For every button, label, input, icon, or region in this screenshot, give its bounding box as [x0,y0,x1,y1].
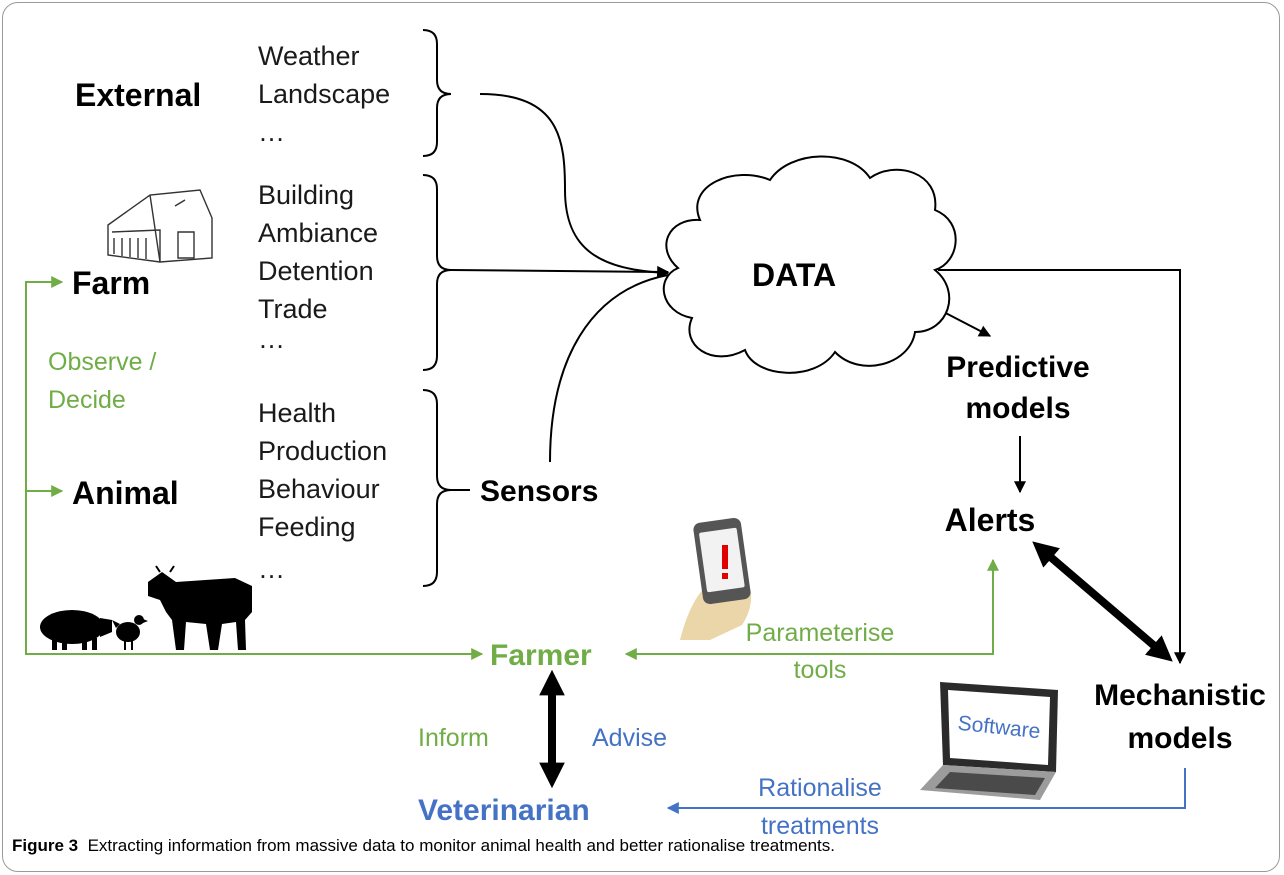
sensors-label: Sensors [480,475,598,508]
inform-label: Inform [418,724,489,752]
rationalise-label-1: Rationalise [758,774,882,802]
mechanistic-models-label-2: models [1127,722,1232,755]
caption-text: Extracting information from massive data… [87,836,835,855]
parameterise-label-2: tools [794,656,847,684]
bracket-external [422,29,452,157]
green-feedback-arrows [25,276,999,660]
figure-caption: Figure 3 Extracting information from mas… [12,836,835,856]
animal-item: Behaviour [258,474,380,504]
rationalise-label-2: treatments [761,812,879,840]
parameterise-label-1: Parameterise [746,619,895,647]
external-to-data-arrow [479,93,670,279]
caption-figure-number: Figure 3 [12,836,79,855]
farmer-label: Farmer [490,639,592,672]
chicken-icon [112,615,148,650]
external-item: … [258,117,285,147]
bracket-animal [422,389,452,587]
external-item: Weather [258,41,360,71]
farm-item: Ambiance [258,218,378,248]
mechanistic-models-label-1: Mechanistic [1094,679,1266,712]
data-cloud [662,155,957,374]
mechanistic-to-vet-arrow [666,768,1186,814]
alerts-to-farmer-line [624,558,999,660]
observe-decide-label-2: Decide [48,386,126,414]
farm-to-data-arrow [450,265,670,278]
animal-item: Production [258,436,387,466]
external-label: External [75,77,201,113]
farm-label: Farm [72,265,150,301]
cow-icon [148,565,252,650]
farm-item: Trade [258,294,328,324]
alerts-label: Alerts [945,502,1036,538]
smartphone-alert-icon [680,517,752,640]
animal-label: Animal [72,475,179,511]
farm-item: Detention [258,256,374,286]
veterinarian-label: Veterinarian [418,794,590,827]
alerts-mechanistic-double-arrow [1032,541,1173,662]
sensors-to-data-arrow [549,274,669,463]
barn-icon [107,189,213,263]
animal-item: … [258,554,285,584]
animal-item: Feeding [258,512,356,542]
farm-item: … [258,324,285,354]
animal-item: Health [258,398,336,428]
observe-decide-label-1: Observe / [48,348,156,376]
bracket-farm [422,174,452,371]
laptop-icon [920,682,1058,800]
pig-icon [34,610,112,650]
farm-item: Building [258,180,354,210]
external-item: Landscape [258,79,390,109]
data-label: DATA [752,257,836,293]
predictive-models-label-2: models [965,392,1070,425]
advise-label: Advise [592,724,667,752]
data-to-mechanistic-arrow [938,269,1186,665]
predictive-models-label-1: Predictive [946,351,1089,384]
